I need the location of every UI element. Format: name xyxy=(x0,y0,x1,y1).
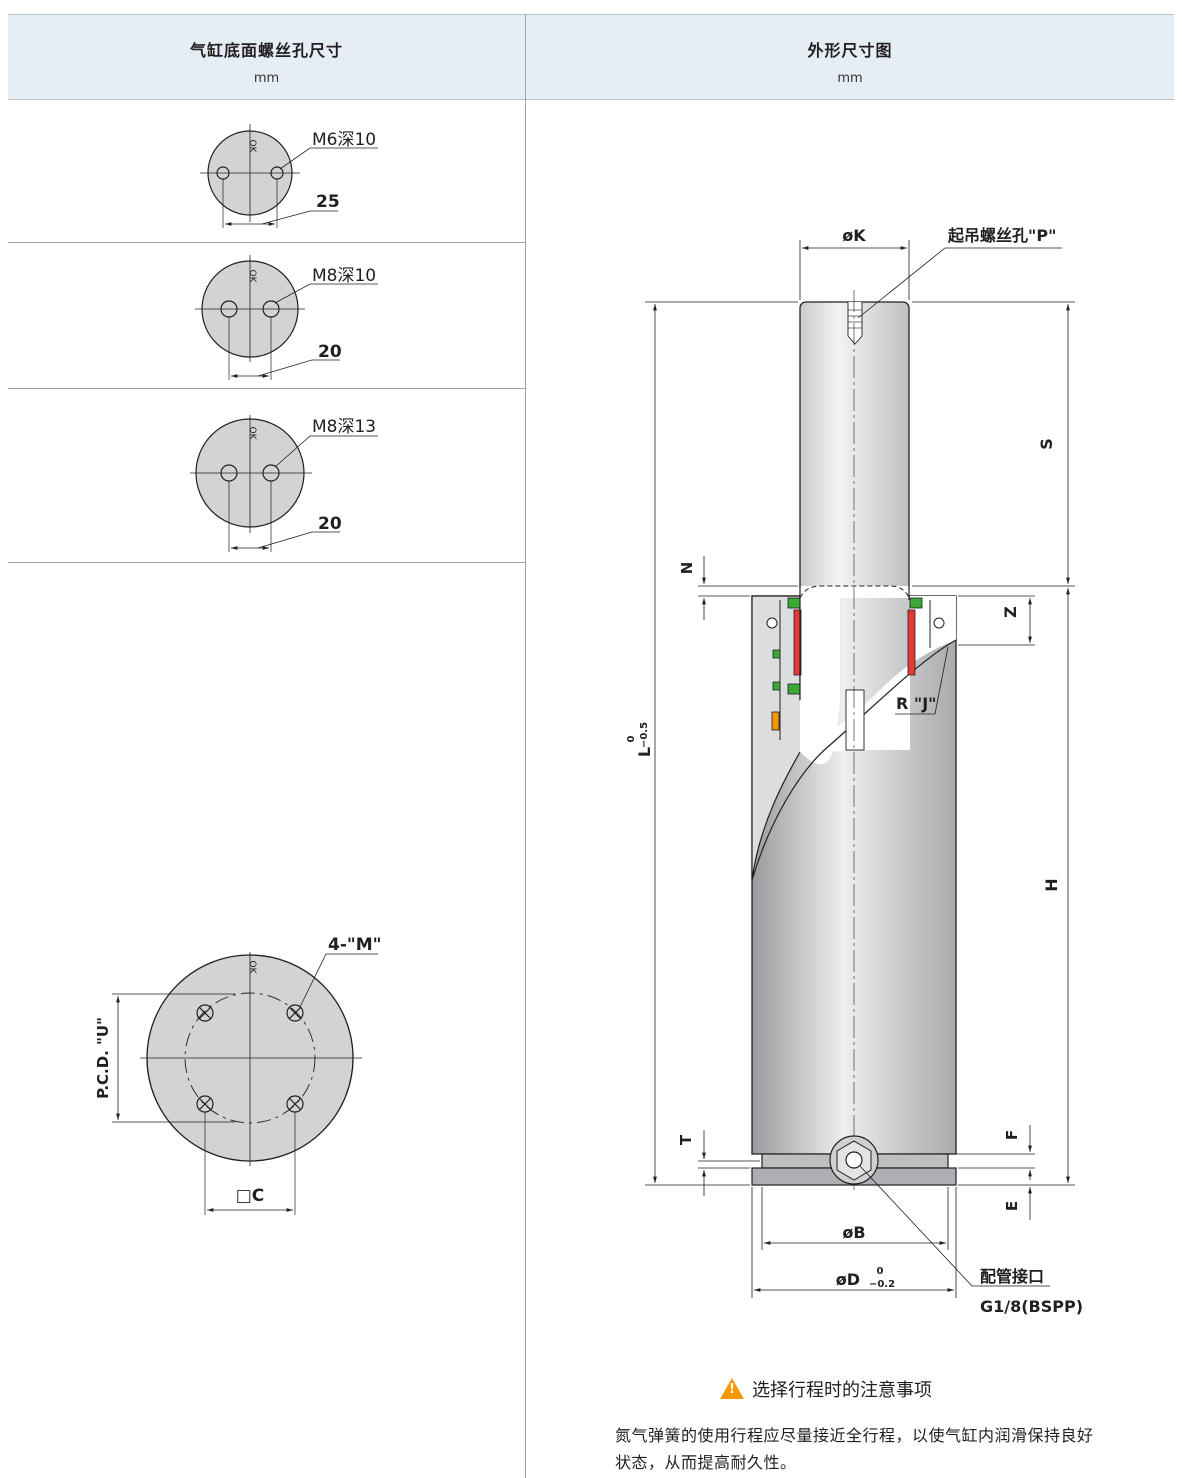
orientation-mark: OK xyxy=(247,270,257,284)
right-header-title: 外形尺寸图 xyxy=(807,41,893,60)
guide-band-right xyxy=(907,609,916,676)
row-divider-1 xyxy=(8,242,525,243)
dim-l-tol-upper: 0 xyxy=(626,735,637,742)
hole-pitch-label: 25 xyxy=(316,192,340,212)
square-label: □C xyxy=(236,1186,265,1206)
dimension-lines xyxy=(645,240,1075,1298)
dim-z: Z xyxy=(1001,606,1020,618)
guide-band-left xyxy=(793,609,802,676)
left-header-unit: mm xyxy=(253,71,280,86)
right-header: 外形尺寸图 mm xyxy=(526,14,1174,100)
hole-pattern-m8-10: OK M8深10 20 xyxy=(195,255,378,380)
pcd-label: P.C.D. "U" xyxy=(94,1017,112,1099)
hole-pattern-m8-13: OK M8深13 20 xyxy=(190,415,378,552)
hole-pattern-m6: OK M6深10 25 xyxy=(200,124,378,228)
caution-title: 选择行程时的注意事项 xyxy=(752,1380,932,1401)
port-label: 配管接口 xyxy=(980,1267,1044,1286)
dim-f: F xyxy=(1003,1130,1021,1140)
row-divider-2 xyxy=(8,388,525,389)
four-hole-pattern: OK 4-"M" P.C.D. "U" □C xyxy=(94,935,382,1215)
four-hole-label: 4-"M" xyxy=(328,935,382,955)
right-header-unit: mm xyxy=(837,71,863,86)
dim-l: L xyxy=(635,747,654,757)
piston-rod xyxy=(799,301,910,593)
hole-thread-label: M8深10 xyxy=(312,266,376,286)
dim-d-tol-upper: 0 xyxy=(877,1266,884,1277)
dim-l-tol-lower: −0.5 xyxy=(639,722,650,748)
hole-pitch-label: 20 xyxy=(318,342,342,362)
hole-thread-label: M6深10 xyxy=(312,130,376,150)
orientation-mark: OK xyxy=(247,140,257,154)
dim-h: H xyxy=(1042,878,1061,891)
orientation-mark: OK xyxy=(247,961,257,975)
gas-spring-drawing xyxy=(751,290,957,1190)
hole-pitch-label: 20 xyxy=(318,514,342,534)
dim-b: øB xyxy=(842,1223,865,1242)
dim-s: S xyxy=(1037,438,1056,450)
dim-n: N xyxy=(678,562,696,575)
caution-heading: ! 选择行程时的注意事项 xyxy=(720,1376,932,1402)
dim-t: T xyxy=(677,1134,695,1145)
dim-k: øK xyxy=(842,226,866,245)
left-header: 气缸底面螺丝孔尺寸 mm xyxy=(8,14,525,100)
dim-rj: R "J" xyxy=(896,694,937,713)
warning-icon: ! xyxy=(720,1378,744,1399)
column-divider xyxy=(525,14,526,1478)
dim-e: E xyxy=(1003,1201,1021,1211)
row-divider-3 xyxy=(8,562,525,563)
lift-hole-label: 起吊螺丝孔"P" xyxy=(947,226,1056,245)
port-spec: G1/8(BSPP) xyxy=(980,1297,1083,1316)
dim-d: øD xyxy=(836,1270,860,1289)
caution-text: 氮气弹簧的使用行程应尽量接近全行程，以使气缸内润滑保持良好状态，从而提高耐久性。 xyxy=(615,1426,1094,1472)
hole-thread-label: M8深13 xyxy=(312,417,376,437)
left-header-title: 气缸底面螺丝孔尺寸 xyxy=(189,41,343,60)
dim-d-tol-lower: −0.2 xyxy=(869,1279,895,1290)
orientation-mark: OK xyxy=(247,427,257,441)
